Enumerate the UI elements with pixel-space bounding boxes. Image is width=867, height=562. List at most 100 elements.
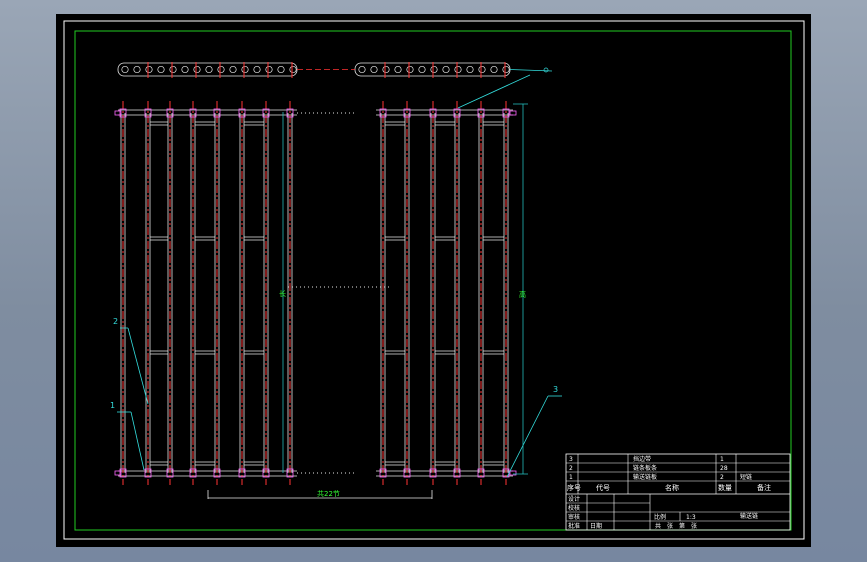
pin-block [403,468,411,478]
chain-end-marker [543,67,549,73]
pin-block [119,108,127,118]
chain-link-roller [466,65,474,74]
pin-block [453,108,461,118]
pin-block [213,468,221,478]
pin-block [166,108,174,118]
header-seq: 序号 [567,483,581,492]
pin-block [477,468,485,478]
header-code: 代号 [596,483,610,492]
title-block: 3 挡边带 1 2 链条板条 28 1 输送链板 2 短链 序号 代号 名称 数… [565,453,791,531]
chain-end-leader [509,69,553,72]
header-remark: 备注 [757,483,771,492]
chain-link-roller [193,65,201,74]
chain-link-roller [289,65,297,74]
chain-link-roller [181,65,189,74]
chain-top-view [117,62,553,78]
part-2-name: 链条板条 [633,464,657,472]
chain-link-roller [205,65,213,74]
chain-link-roller [241,65,249,74]
pin-block [403,108,411,118]
scale-value: 1:3 [686,514,696,521]
callout-1: 1 [110,401,115,410]
role-review: 审核 [568,513,580,521]
part-2-qty: 28 [720,465,728,472]
pin-block [379,468,387,478]
conveyor-frame [114,101,517,485]
chain-link-roller [217,65,225,74]
role-approve: 批准 [568,522,580,530]
pin-block [166,468,174,478]
end-stud [114,470,122,476]
pin-block [429,108,437,118]
part-2-no: 2 [569,465,573,472]
chain-link-roller [382,65,390,74]
part-1-no: 1 [569,474,573,481]
pin-block [189,468,197,478]
chain-link-roller [133,65,141,74]
outer-border [63,20,805,540]
dimension-height-right: 高 [519,290,526,299]
pin-block [429,468,437,478]
chain-link-roller [502,65,510,74]
chain-link-roller [265,65,273,74]
callout-3: 3 [553,385,558,394]
end-stud [509,470,517,476]
part-3-name: 挡边带 [633,455,651,463]
sheet-info: 共 张 第 张 [655,522,697,530]
leader-2 [127,327,149,405]
pin-block [189,108,197,118]
chain-link-roller [490,65,498,74]
pin-block [502,108,510,118]
chain-link-roller [370,65,378,74]
pin-block [144,468,152,478]
leader-top [457,74,531,109]
callout-leaders [117,74,562,478]
dimension-height-left: 长 [279,289,286,298]
chain-link-roller [121,65,129,74]
callout-2: 2 [113,317,118,326]
chain-link-roller [253,65,261,74]
chain-link-roller [406,65,414,74]
chain-link-roller [442,65,450,74]
pin-block [286,108,294,118]
part-1-remark: 短链 [740,473,752,481]
pin-block [119,468,127,478]
chain-link-roller [358,65,366,74]
chain-link-roller [394,65,402,74]
chain-link-roller [430,65,438,74]
dimension-lines [207,103,528,499]
role-design: 设计 [568,495,580,503]
part-1-qty: 2 [720,474,724,481]
chain-link-roller [145,65,153,74]
header-qty: 数量 [718,483,732,492]
pin-block [144,108,152,118]
pin-block [453,468,461,478]
dimension-width-label: 共22节 [317,489,340,498]
pin-block [379,108,387,118]
leader-1 [130,411,145,471]
chain-link-roller [157,65,165,74]
part-3-qty: 1 [720,456,724,463]
scale-label: 比例 [654,513,666,521]
chain-link-roller [169,65,177,74]
pin-block [213,108,221,118]
pin-block [262,108,270,118]
end-stud [114,110,122,116]
chain-link-roller [229,65,237,74]
part-3-no: 3 [569,456,573,463]
end-stud [509,110,517,116]
pin-block [238,468,246,478]
chain-link-roller [454,65,462,74]
pin-block [286,468,294,478]
inner-border [74,30,792,531]
pin-block [262,468,270,478]
role-date: 日期 [590,522,602,530]
header-name: 名称 [665,483,679,492]
pin-block [238,108,246,118]
chain-link-roller [277,65,285,74]
pin-block [477,108,485,118]
role-check: 校核 [568,504,580,512]
chain-link-roller [478,65,486,74]
leader-3 [506,395,549,478]
